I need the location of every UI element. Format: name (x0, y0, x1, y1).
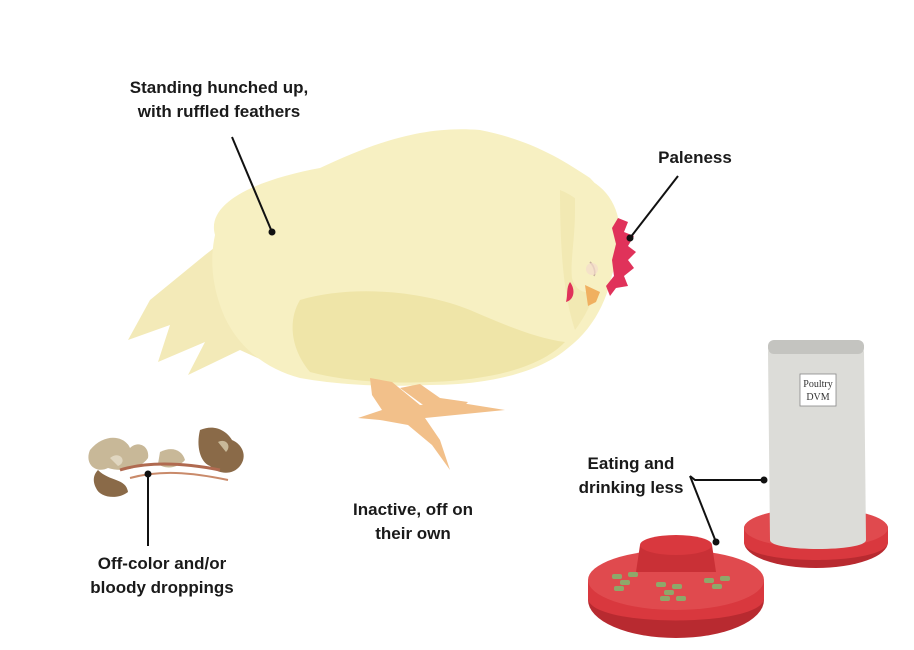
label-eating: Eating and drinking less (566, 452, 696, 500)
chicken (128, 129, 636, 470)
callout-dots (144, 228, 768, 546)
label-inactive: Inactive, off on their own (338, 498, 488, 546)
feeder-brand-line1: Poultry (803, 379, 832, 390)
droppings (88, 427, 244, 497)
label-eating-line1: Eating and (587, 454, 675, 473)
chicken-eye-patch (586, 263, 598, 275)
label-inactive-line2: their own (375, 524, 451, 543)
label-paleness: Paleness (640, 146, 750, 170)
label-inactive-line1: Inactive, off on (353, 500, 473, 519)
label-hunched-line2: with ruffled feathers (137, 102, 301, 121)
chicken-head (571, 175, 621, 293)
waterer: Poultry DVM (744, 340, 888, 568)
water-jar (768, 341, 866, 549)
label-eating-line2: drinking less (578, 478, 684, 497)
chicken-beak (585, 285, 600, 306)
chicken-wing-shade (292, 291, 565, 383)
label-droppings-line2: bloody droppings (90, 578, 234, 597)
label-droppings: Off-color and/or bloody droppings (72, 552, 252, 600)
label-droppings-line1: Off-color and/or (97, 554, 227, 573)
chicken-legs (358, 378, 505, 470)
label-hunched-line1: Standing hunched up, (129, 78, 309, 97)
feeder-brand-line2: DVM (806, 392, 829, 403)
callout-lines (147, 136, 764, 546)
chicken-wattle (566, 282, 574, 302)
feed-tray (588, 535, 764, 638)
label-paleness-line1: Paleness (658, 148, 732, 167)
feed-pellets (612, 572, 730, 601)
label-hunched: Standing hunched up, with ruffled feathe… (114, 76, 324, 124)
